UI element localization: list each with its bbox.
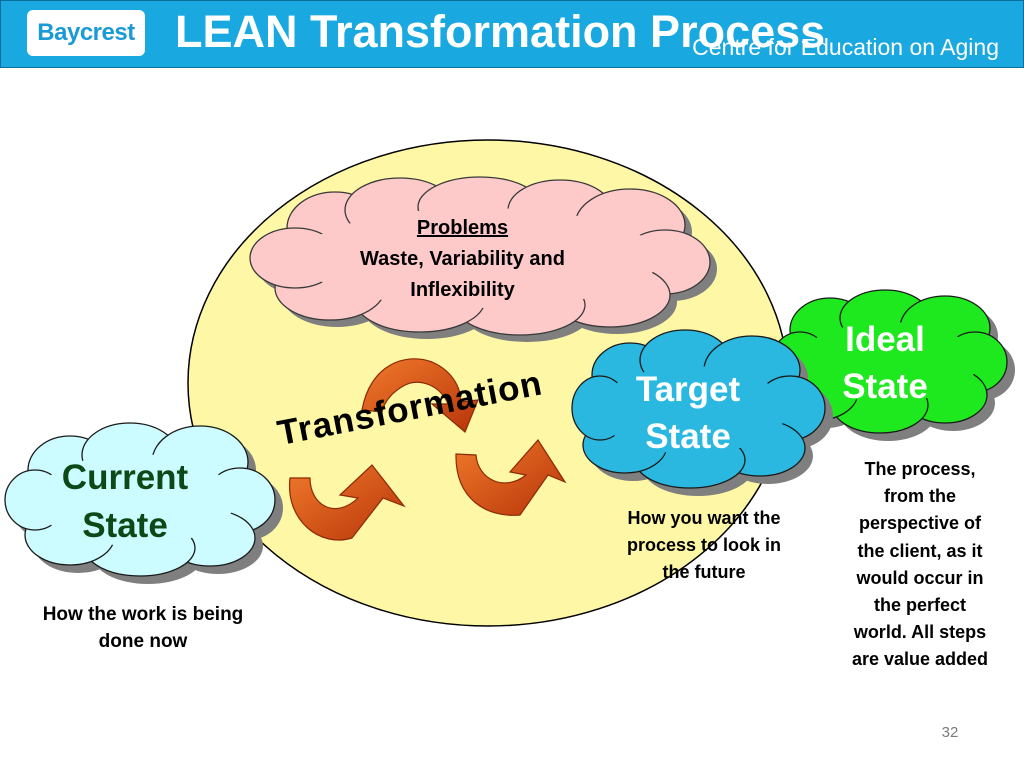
- target-state-text: Target State: [613, 366, 763, 460]
- target-state-line1: Target: [635, 370, 741, 409]
- arrow-up-left: [288, 464, 406, 541]
- target-state-caption: How you want the process to look in the …: [596, 505, 812, 586]
- current-state-cloud: [4, 422, 283, 584]
- ideal-state-line1: Ideal: [845, 320, 925, 359]
- target-state-cloud: [571, 329, 833, 496]
- problems-heading: Problems: [416, 217, 509, 239]
- current-caption-line1: How the work is being: [42, 604, 244, 625]
- ideal-state-line2: State: [842, 367, 928, 406]
- ideal-caption-line1: The process,: [864, 459, 976, 479]
- target-state-line2: State: [645, 417, 731, 456]
- ideal-caption-line6: the perfect: [873, 595, 967, 616]
- current-state-caption: How the work is being done now: [18, 601, 268, 655]
- ideal-state-caption: The process, from the perspective of the…: [826, 456, 1014, 674]
- target-caption-line2: process to look in: [626, 535, 782, 555]
- ideal-state-text: Ideal State: [815, 316, 955, 410]
- target-caption-line1: How you want the: [627, 508, 781, 528]
- ideal-caption-line3: perspective of: [858, 513, 982, 534]
- baycrest-logo: Baycrest: [27, 10, 145, 56]
- ideal-caption-line2: from the: [884, 486, 956, 507]
- transformation-arrows: [288, 358, 567, 541]
- current-state-text: Current State: [40, 454, 210, 550]
- page-number: 32: [941, 724, 959, 741]
- ideal-caption-line7: world. All steps: [853, 622, 987, 643]
- problems-line1: Waste, Variability and: [360, 248, 565, 270]
- slide-subtitle: Centre for Education on Aging: [692, 34, 999, 60]
- ideal-caption-line8: are value added: [851, 649, 989, 670]
- logo-text: Baycrest: [37, 19, 135, 46]
- current-caption-line2: done now: [98, 631, 188, 652]
- arrow-down-right: [455, 439, 567, 516]
- ideal-caption-line5: would occur in: [856, 567, 984, 588]
- problems-line2: Inflexibility: [410, 279, 515, 301]
- ideal-caption-line4: the client, as it: [857, 540, 983, 561]
- header-bar: Baycrest LEAN Transformation Process Cen…: [0, 0, 1024, 68]
- target-caption-line3: the future: [662, 562, 746, 582]
- arrow-down-left: [361, 358, 479, 433]
- problems-cloud: [249, 176, 717, 342]
- slide-title: LEAN Transformation Process: [175, 6, 826, 57]
- problems-text: Problems Waste, Variability and Inflexib…: [325, 213, 600, 306]
- current-state-line1: Current: [61, 458, 189, 497]
- current-state-line2: State: [82, 506, 168, 545]
